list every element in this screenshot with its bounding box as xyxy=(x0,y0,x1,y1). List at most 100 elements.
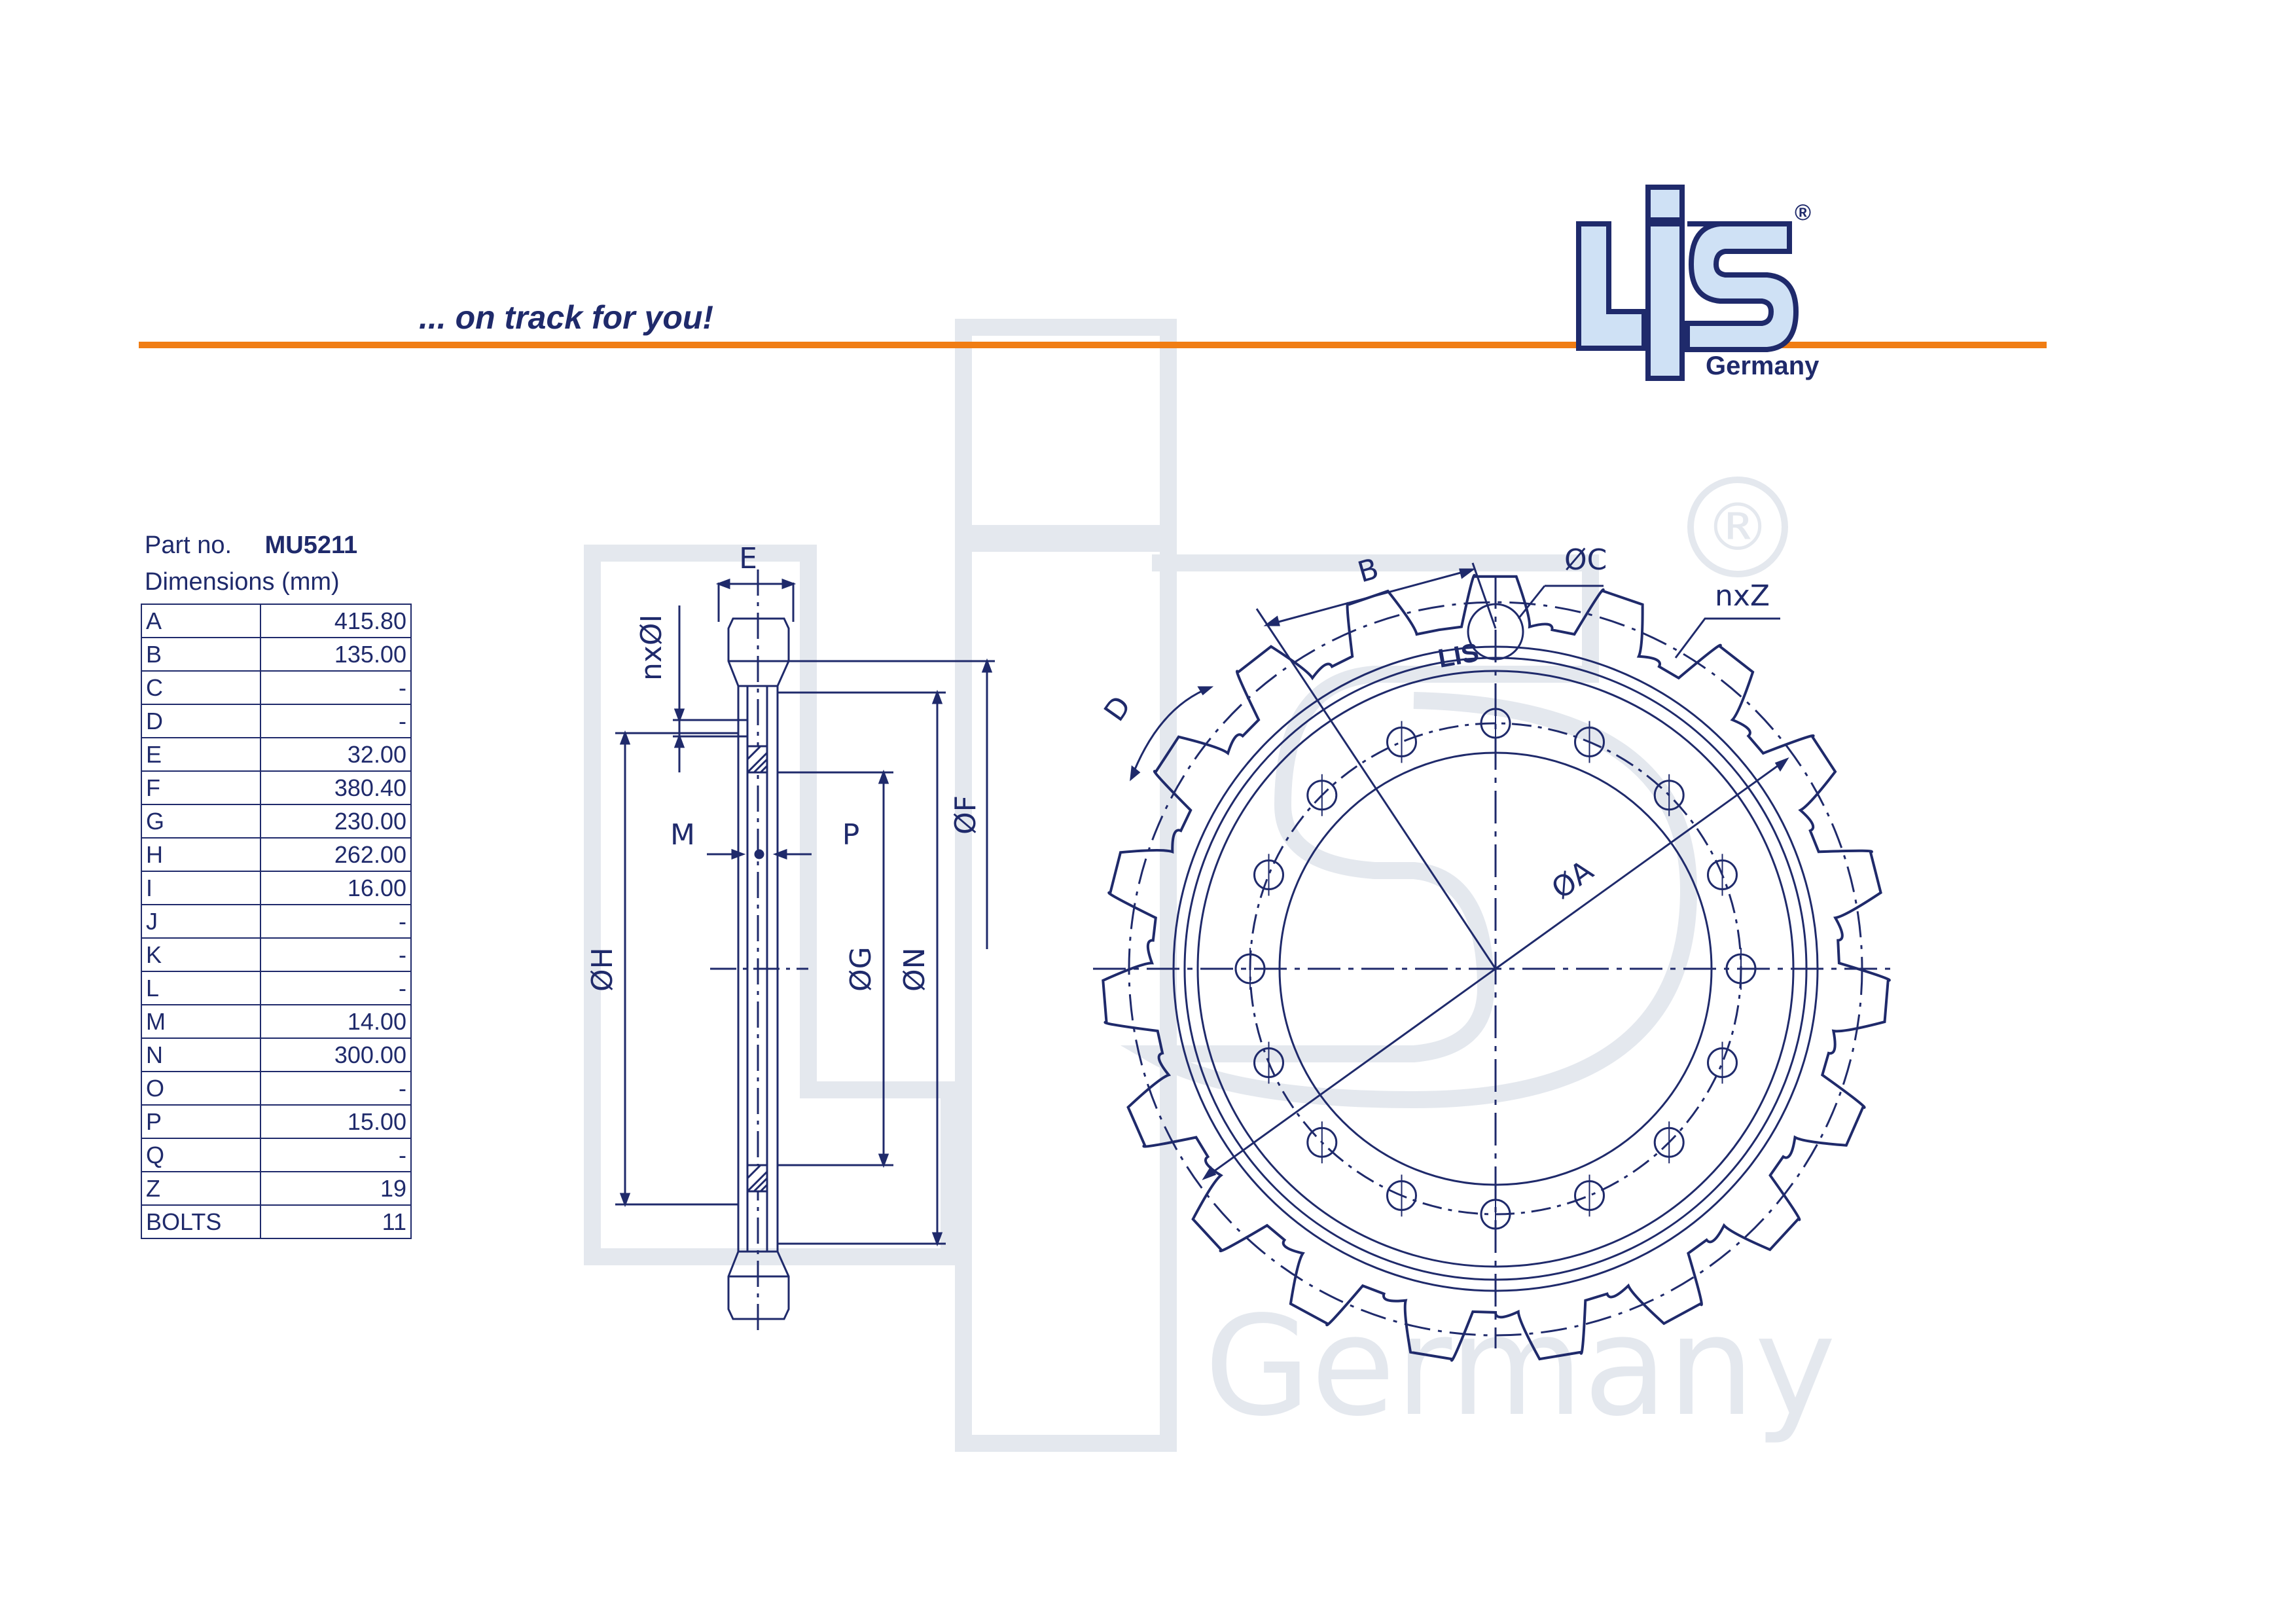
label-f: ØF xyxy=(949,795,982,835)
logo-germany-label: Germany xyxy=(1706,352,1820,380)
dimension-value: - xyxy=(260,937,412,972)
dimension-row: K- xyxy=(141,937,412,972)
dimension-value: - xyxy=(260,971,412,1005)
part-number-value: MU5211 xyxy=(264,532,358,559)
label-n: ØN xyxy=(898,947,931,992)
dimension-key: B xyxy=(141,637,261,672)
dimension-key: I xyxy=(141,871,261,905)
dimension-row: O- xyxy=(141,1071,412,1106)
dimension-value: 300.00 xyxy=(260,1038,412,1072)
part-number-label: Part no. xyxy=(145,532,232,559)
dim-d-arc xyxy=(1130,686,1211,780)
hub-inner-ring xyxy=(1196,670,1795,1268)
dimension-key: N xyxy=(141,1038,261,1072)
label-nxz: nxZ xyxy=(1715,579,1770,613)
dimension-value: - xyxy=(260,904,412,939)
dimension-key: K xyxy=(141,937,261,972)
watermark-reg-mark: ® xyxy=(1705,489,1770,566)
dimension-row: Q- xyxy=(141,1138,412,1172)
label-nxi: nxØI xyxy=(635,614,668,681)
dimension-value: - xyxy=(260,670,412,705)
logo-letter-i xyxy=(1645,221,1685,381)
dimension-value: 15.00 xyxy=(260,1104,412,1139)
lis-logo xyxy=(1576,185,1799,381)
dimension-key: Q xyxy=(141,1138,261,1172)
front-view xyxy=(1093,562,1898,1362)
part-number-row: Part no. MU5211 xyxy=(145,532,357,560)
dimensions-title: Dimensions (mm) xyxy=(145,568,340,596)
tagline: ... on track for you! xyxy=(419,299,714,336)
label-c: ØC xyxy=(1564,543,1607,577)
label-e: E xyxy=(739,542,757,575)
dim-b-extension-1 xyxy=(1255,608,1497,969)
dimension-row: C- xyxy=(141,670,412,705)
dimension-key: L xyxy=(141,971,261,1005)
dimension-value: 14.00 xyxy=(260,1004,412,1039)
front-mini-logo: LIS xyxy=(1436,638,1481,674)
dimension-value: - xyxy=(260,1071,412,1106)
watermark-reg-circle xyxy=(1687,477,1788,577)
dimension-key: H xyxy=(141,837,261,872)
dimension-key: A xyxy=(141,604,261,638)
dimension-key: J xyxy=(141,904,261,939)
front-view-labels: B ØC nxZ D ØA LIS xyxy=(1098,543,1770,906)
dim-c-leader xyxy=(1517,585,1546,619)
bore-circle xyxy=(1278,751,1713,1186)
dimension-value: 19 xyxy=(260,1171,412,1206)
side-outer-profile xyxy=(727,617,790,1320)
side-center-point xyxy=(754,849,764,859)
dimension-value: 230.00 xyxy=(260,804,412,839)
dim-c-circle xyxy=(1467,603,1524,660)
logo-registered-mark: ® xyxy=(1795,200,1812,225)
watermark-i-upper xyxy=(955,319,1177,542)
side-view xyxy=(615,569,995,1335)
watermark-l-shape xyxy=(584,545,958,1265)
dimension-value: 380.40 xyxy=(260,770,412,805)
dimension-row: D- xyxy=(141,704,412,738)
dimension-key: D xyxy=(141,704,261,738)
label-h: ØH xyxy=(586,947,619,992)
label-p: P xyxy=(842,818,860,852)
hub-step-circle xyxy=(1183,657,1808,1281)
dimension-value: 16.00 xyxy=(260,871,412,905)
bolt-holes xyxy=(1234,702,1757,1235)
dimension-key: Z xyxy=(141,1171,261,1206)
dimension-value: 415.80 xyxy=(260,604,412,638)
label-a: ØA xyxy=(1545,854,1599,906)
logo-letter-s xyxy=(1685,221,1799,352)
dimension-key: O xyxy=(141,1071,261,1106)
dimension-key: E xyxy=(141,737,261,772)
dim-z-leader xyxy=(1674,617,1780,659)
hub-outer-circle xyxy=(1172,645,1819,1292)
dim-b-line xyxy=(1266,568,1473,626)
label-m: M xyxy=(670,818,695,852)
pitch-circle xyxy=(1128,601,1863,1337)
watermark-s-shape xyxy=(1120,554,1698,1109)
dimension-key: G xyxy=(141,804,261,839)
dimension-key: P xyxy=(141,1104,261,1139)
logo-letter-l xyxy=(1576,221,1647,351)
label-g: ØG xyxy=(844,947,878,992)
dimension-value: 11 xyxy=(260,1204,412,1239)
label-d: D xyxy=(1098,690,1138,727)
dimension-value: 262.00 xyxy=(260,837,412,872)
dimension-value: - xyxy=(260,704,412,738)
dimension-key: M xyxy=(141,1004,261,1039)
dimension-row: L- xyxy=(141,971,412,1005)
dim-b-extension-2 xyxy=(1471,562,1497,629)
dimension-key: BOLTS xyxy=(141,1204,261,1239)
